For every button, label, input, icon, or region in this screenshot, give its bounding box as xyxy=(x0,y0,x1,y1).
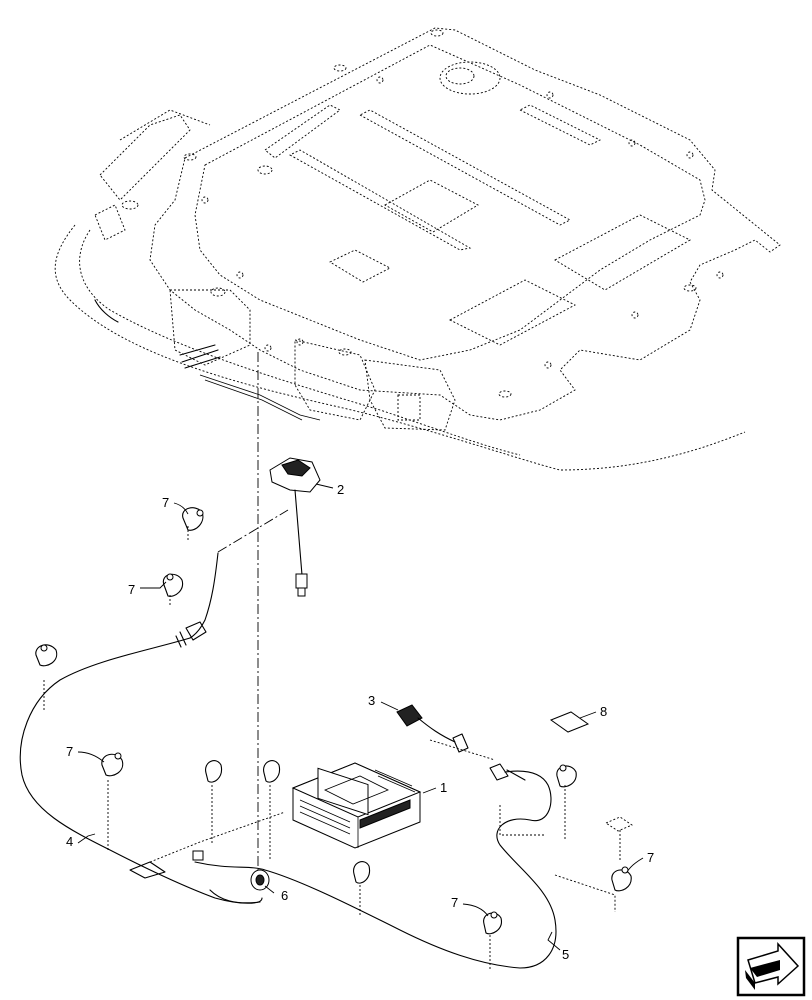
callout-7-left: 7 xyxy=(66,744,73,759)
next-page-arrow-icon[interactable] xyxy=(736,936,806,997)
callout-labels: 1 2 3 4 5 6 7 7 7 7 7 8 xyxy=(66,482,654,962)
callout-4: 4 xyxy=(66,834,73,849)
power-cable-part-5 xyxy=(192,763,557,969)
cable-ties-part-7 xyxy=(35,507,632,935)
label-part-8 xyxy=(549,711,633,832)
callout-6: 6 xyxy=(281,888,288,903)
callout-7-top: 7 xyxy=(162,495,169,510)
installation-reference-lines xyxy=(43,352,621,970)
callout-7-upper-left: 7 xyxy=(128,582,135,597)
callout-7-bottom: 7 xyxy=(451,895,458,910)
antenna-part-2 xyxy=(269,457,321,597)
callout-7-right: 7 xyxy=(647,850,654,865)
antenna-cable-part-4 xyxy=(19,552,263,904)
callout-5: 5 xyxy=(562,947,569,962)
cab-roof-assembly xyxy=(54,27,781,471)
callout-3: 3 xyxy=(368,693,375,708)
callout-8: 8 xyxy=(600,704,607,719)
callout-2: 2 xyxy=(337,482,344,497)
grommet-part-6 xyxy=(250,869,270,891)
radio-unit-part-1 xyxy=(291,762,422,849)
callout-1: 1 xyxy=(440,780,447,795)
leader-lines xyxy=(77,483,644,951)
connector-cable-part-3 xyxy=(396,704,469,753)
